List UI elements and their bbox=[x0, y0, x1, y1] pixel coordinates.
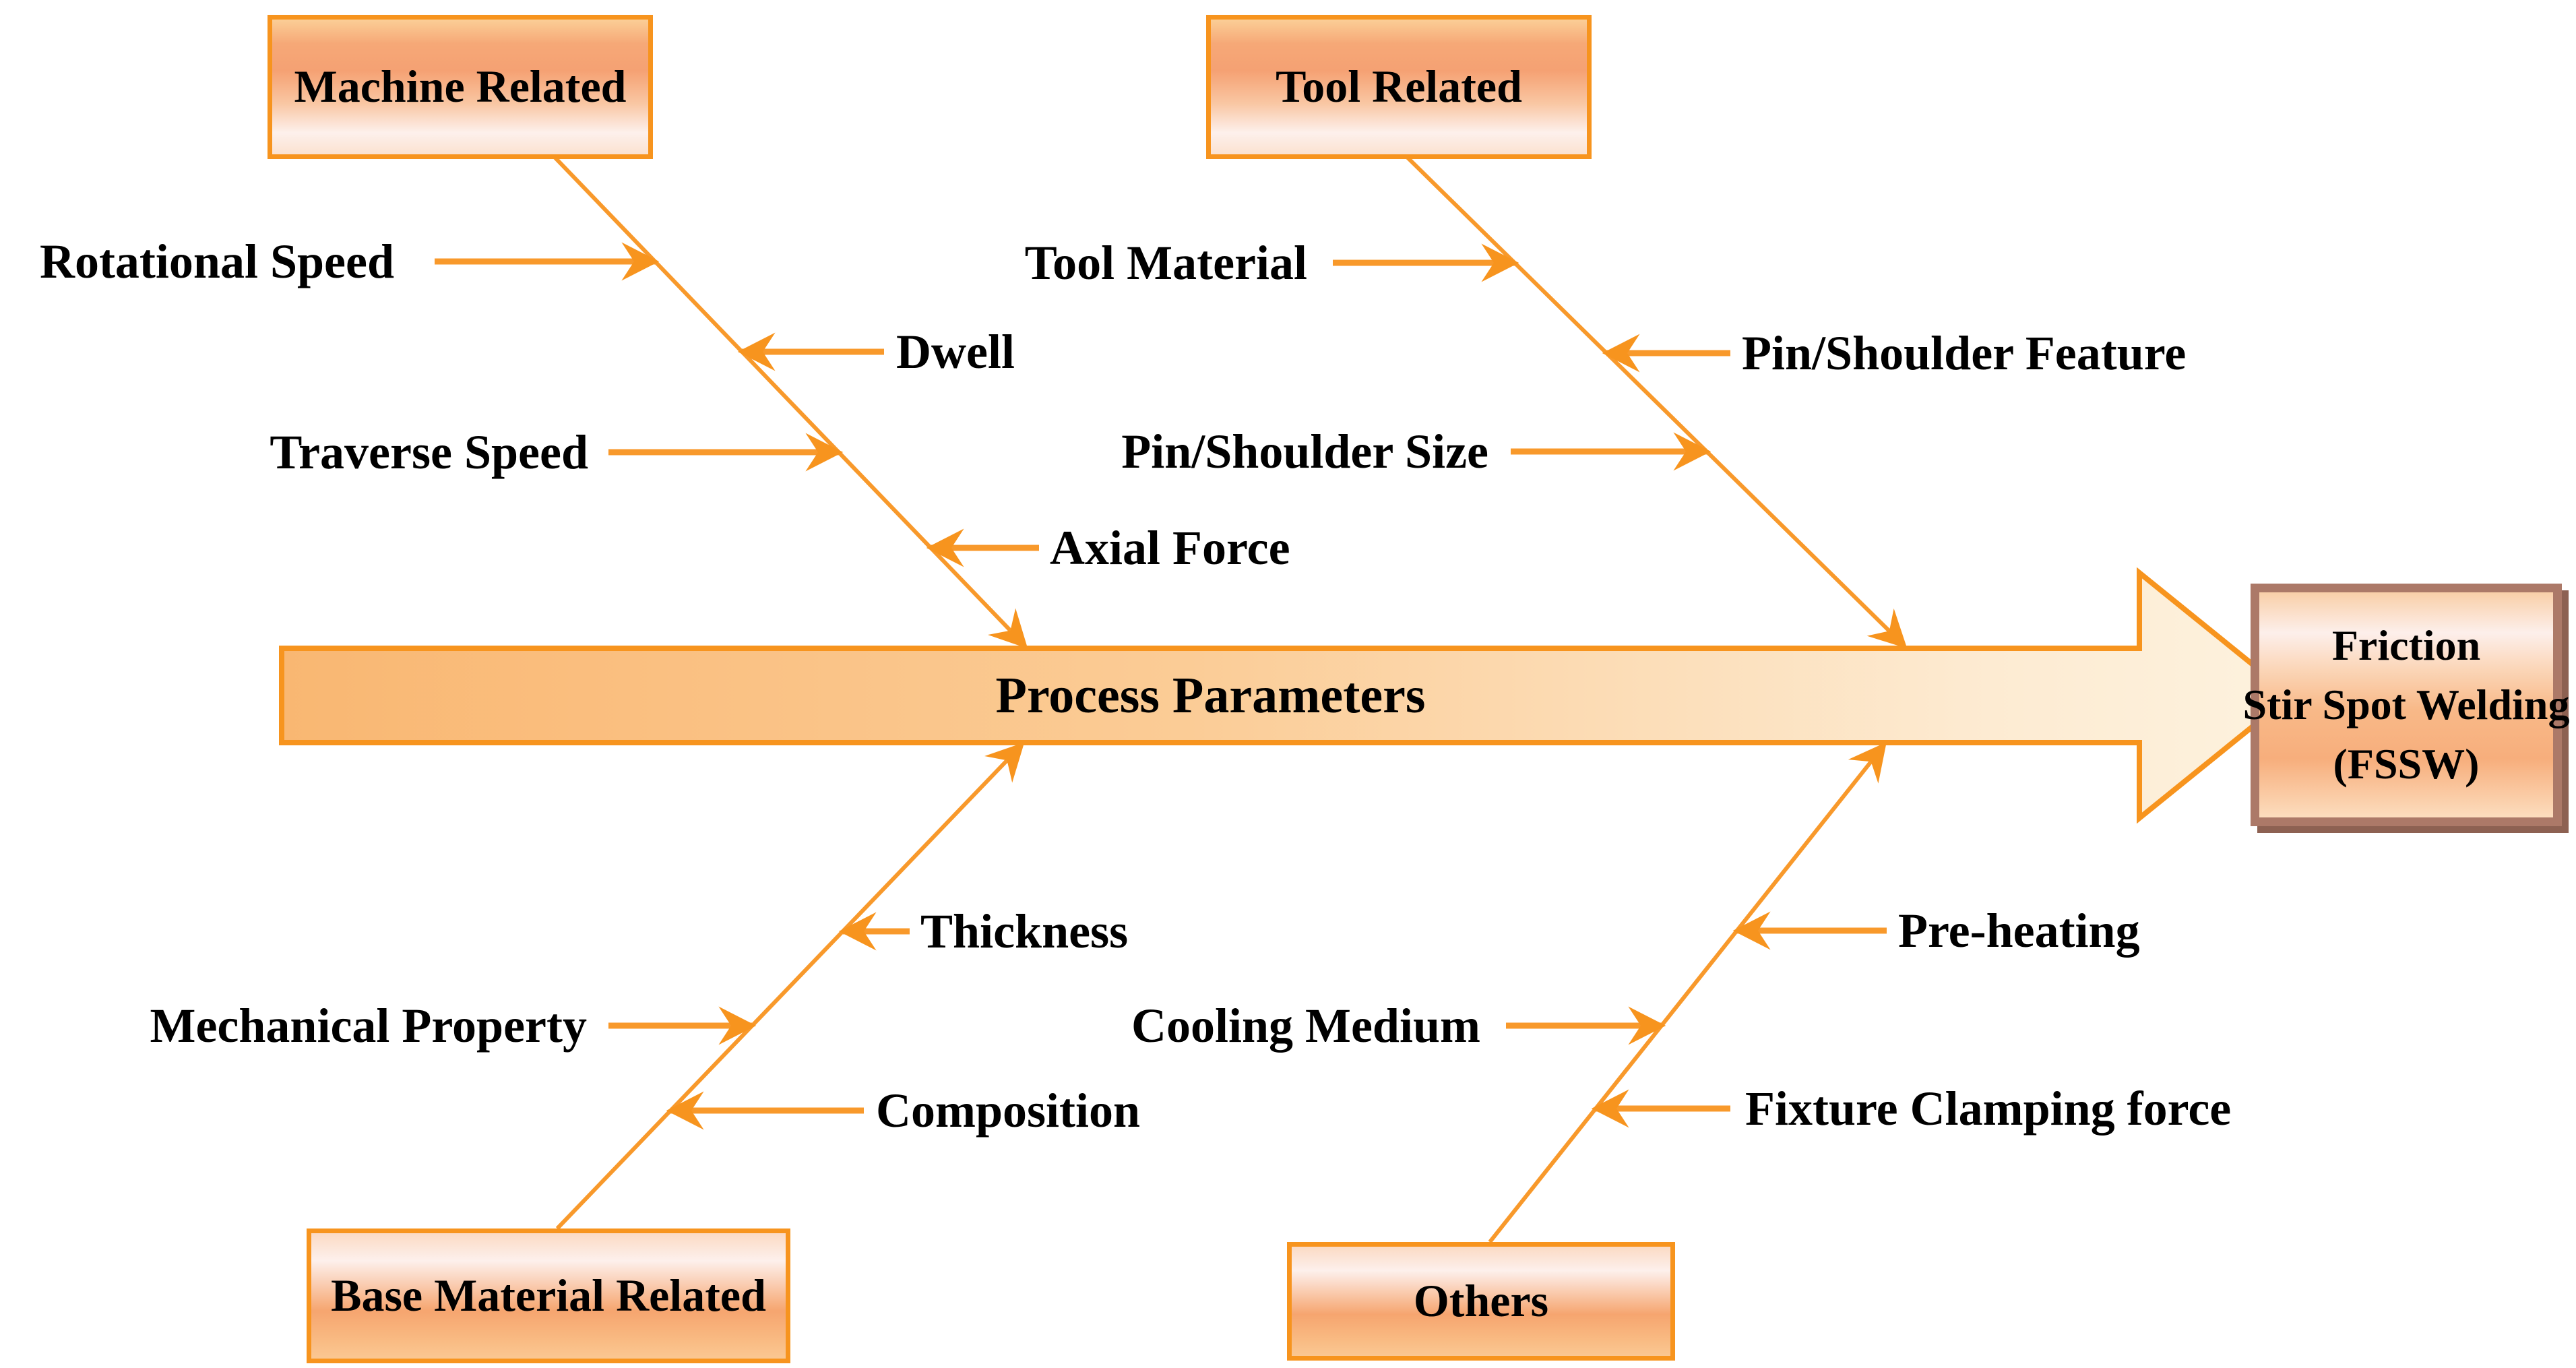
cause-label-fixture-clamping-force: Fixture Clamping force bbox=[1745, 1082, 2232, 1136]
effect-line-3: (FSSW) bbox=[2333, 740, 2480, 788]
category-box-others: Others bbox=[1287, 1242, 1675, 1361]
spine-label: Process Parameters bbox=[282, 648, 2139, 743]
cause-label-rotational-speed: Rotational Speed bbox=[39, 235, 394, 288]
branch-line-machine bbox=[551, 153, 1028, 649]
category-label-machine-related: Machine Related bbox=[294, 61, 627, 113]
branch-line-base-material bbox=[555, 742, 1025, 1231]
category-label-tool-related: Tool Related bbox=[1276, 61, 1522, 113]
cause-label-pin-shoulder-feature: Pin/Shoulder Feature bbox=[1742, 326, 2187, 380]
cause-label-traverse-speed: Traverse Speed bbox=[270, 425, 588, 479]
category-box-machine-related: Machine Related bbox=[268, 15, 653, 159]
effect-box-fssw: Friction Stir Spot Welding (FSSW) bbox=[2243, 584, 2569, 826]
cause-label-thickness: Thickness bbox=[920, 904, 1129, 958]
effect-line-1: Friction bbox=[2331, 621, 2481, 669]
cause-label-tool-material: Tool Material bbox=[1024, 236, 1307, 290]
cause-label-mechanical-property: Mechanical Property bbox=[150, 999, 588, 1053]
cause-label-dwell: Dwell bbox=[896, 325, 1015, 379]
spine-arrow bbox=[279, 567, 2296, 824]
branch-line-others bbox=[1488, 742, 1887, 1243]
spine-label-text: Process Parameters bbox=[995, 666, 1426, 724]
cause-label-cooling-medium: Cooling Medium bbox=[1131, 999, 1480, 1053]
category-label-others: Others bbox=[1413, 1275, 1549, 1327]
cause-label-composition: Composition bbox=[876, 1084, 1141, 1138]
effect-line-2: Stir Spot Welding bbox=[2242, 680, 2570, 728]
cause-label-axial-force: Axial Force bbox=[1050, 521, 1290, 575]
cause-label-pin-shoulder-size: Pin/Shoulder Size bbox=[1121, 425, 1488, 478]
category-label-base-material-related: Base Material Related bbox=[331, 1270, 766, 1322]
category-box-base-material-related: Base Material Related bbox=[307, 1229, 790, 1363]
cause-label-pre-heating: Pre-heating bbox=[1898, 904, 2140, 958]
category-box-tool-related: Tool Related bbox=[1206, 15, 1592, 159]
branch-line-tool bbox=[1403, 153, 1908, 649]
